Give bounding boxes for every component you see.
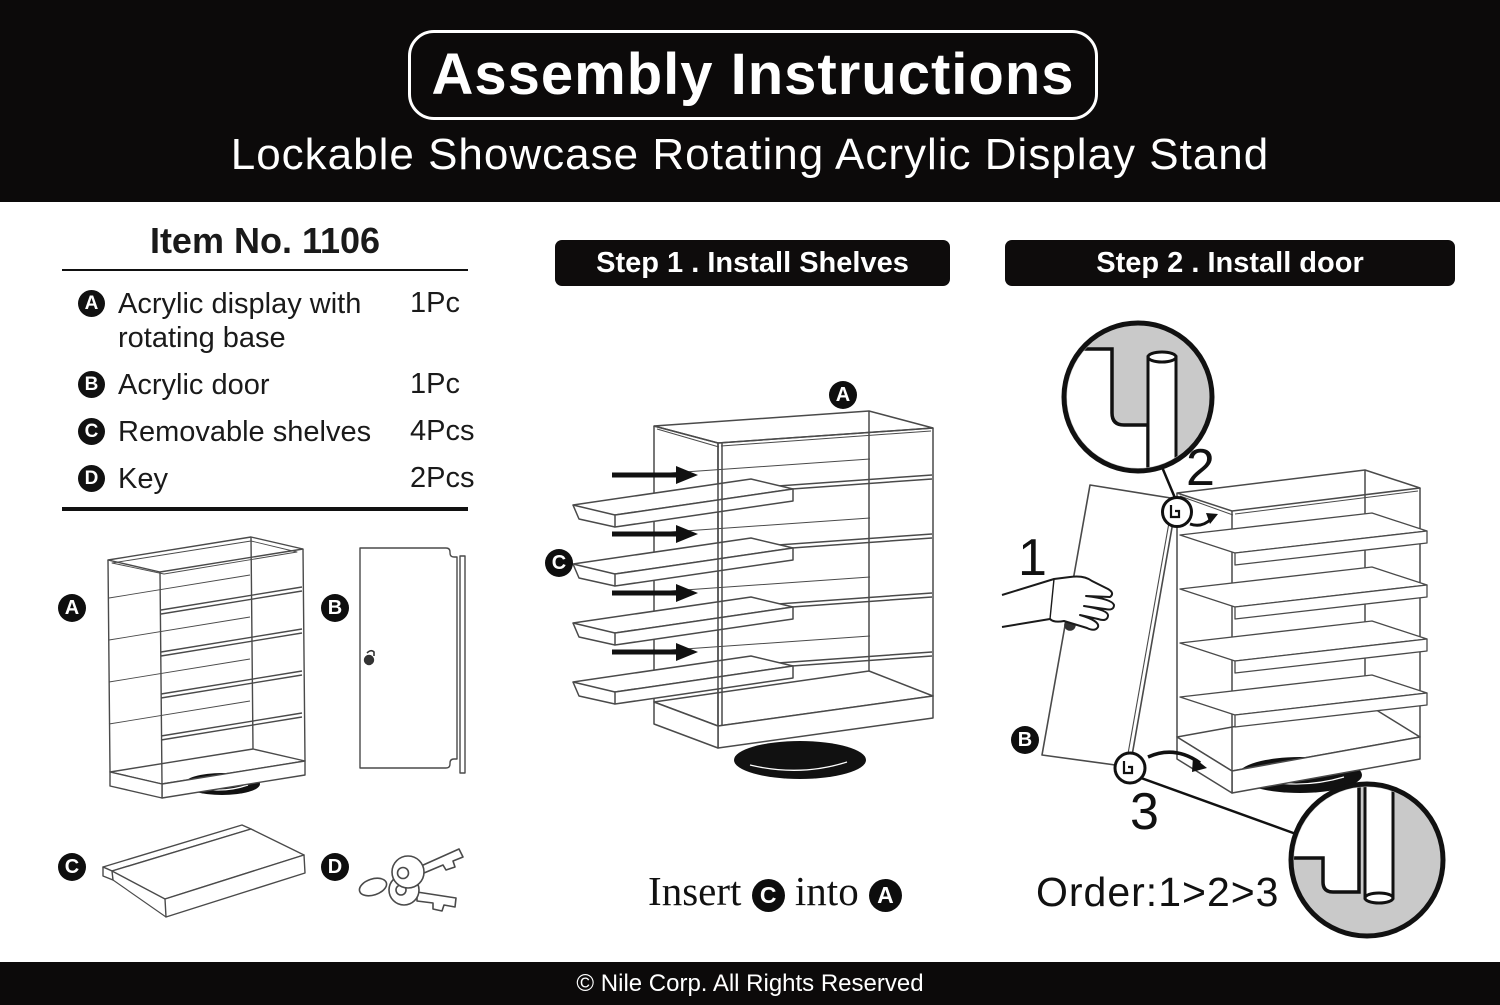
- display-case-diagram: [107, 536, 306, 799]
- step2-header: Step 2 . Install door: [1005, 240, 1455, 286]
- door-lock-icon: [363, 649, 375, 666]
- step1-label-case: A: [829, 381, 857, 409]
- step1-caption: Insert C into A: [560, 867, 990, 915]
- part-qty-b: 1Pc: [410, 368, 460, 400]
- part-name-c: Removable shelves: [118, 416, 372, 448]
- divider-top: [62, 269, 468, 271]
- hook-detail-bottom: [1113, 751, 1147, 785]
- item-number-title: Item No. 1106: [149, 220, 381, 261]
- part-qty-d: 2Pcs: [410, 462, 475, 494]
- caption-badge-a: A: [868, 879, 902, 912]
- step2-num-1: 1: [1018, 529, 1047, 587]
- caption-word-into: into: [794, 868, 859, 914]
- part-name-b: Acrylic door: [118, 369, 270, 401]
- hand-icon: [1001, 575, 1115, 631]
- door-diagram: [359, 547, 466, 774]
- caption-badge-c: C: [751, 879, 785, 912]
- shelf-diagram: [102, 824, 306, 918]
- keys-diagram: [358, 848, 464, 912]
- part-badge-d: D: [78, 465, 105, 492]
- page-subtitle: Lockable Showcase Rotating Acrylic Displ…: [230, 130, 1270, 179]
- divider-bottom: [62, 507, 468, 511]
- step2-order-caption: Order:1>2>3: [1036, 869, 1280, 915]
- label-display-a: A: [58, 594, 86, 622]
- part-name-d: Key: [118, 463, 168, 495]
- step2-num-3: 3: [1130, 783, 1159, 841]
- step1-label-shelf: C: [545, 549, 573, 577]
- label-shelf-c: C: [58, 853, 86, 881]
- caption-word-insert: Insert: [648, 868, 742, 914]
- page-title: Assembly Instructions: [431, 42, 1075, 107]
- part-qty-c: 4Pcs: [410, 415, 475, 447]
- part-badge-c: C: [78, 418, 105, 445]
- part-badge-b: B: [78, 371, 105, 398]
- banner: Assembly Instructions Lockable Showcase …: [0, 0, 1500, 202]
- step2-diagram: [1001, 320, 1446, 939]
- step2-num-2: 2: [1186, 439, 1215, 497]
- step1-diagram: [572, 410, 934, 779]
- label-key-d: D: [321, 853, 349, 881]
- step2-label-door: B: [1011, 726, 1039, 754]
- copyright-text: © Nile Corp. All Rights Reserved: [576, 970, 924, 997]
- detail-zoom-top: [1061, 320, 1215, 499]
- part-qty-a: 1Pc: [410, 287, 460, 319]
- banner-title-frame: Assembly Instructions: [408, 30, 1098, 120]
- footer-bar: © Nile Corp. All Rights Reserved: [0, 962, 1500, 1005]
- part-name-a: Acrylic display with rotating base: [118, 288, 362, 354]
- part-badge-a: A: [78, 290, 105, 317]
- detail-zoom-bottom: [1288, 781, 1446, 939]
- hook-detail-top: [1161, 496, 1193, 528]
- insert-arrow-icons: [612, 466, 698, 661]
- step1-header: Step 1 . Install Shelves: [555, 240, 950, 286]
- label-door-b: B: [321, 594, 349, 622]
